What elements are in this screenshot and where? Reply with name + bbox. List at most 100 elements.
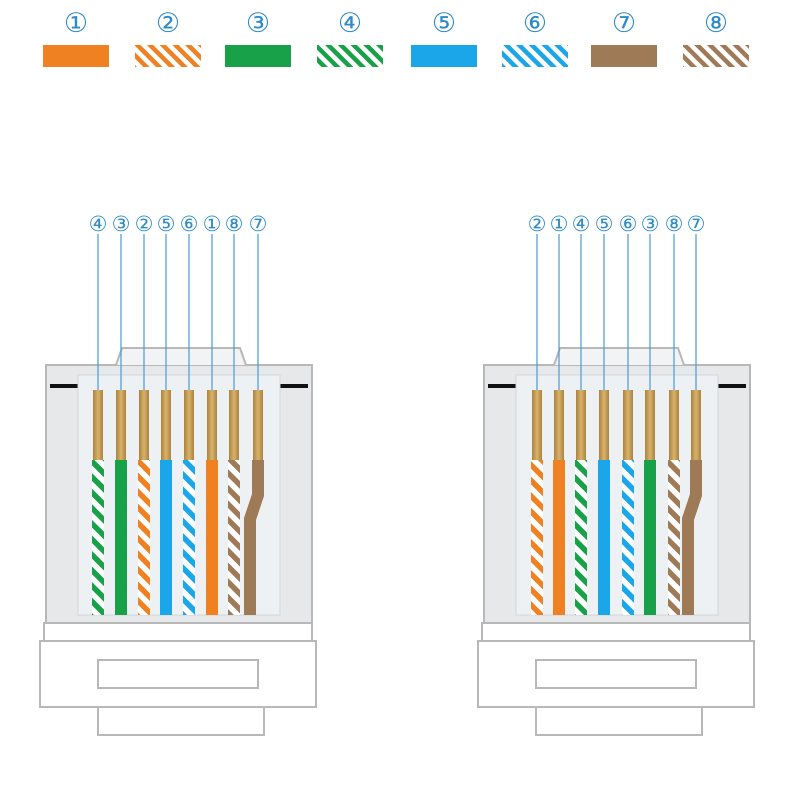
- wire-2: ②: [135, 212, 154, 615]
- gold-contact: [253, 390, 263, 460]
- legend-item: ⑥: [502, 8, 568, 67]
- pin-label: ⑤: [595, 212, 614, 236]
- wire-5: ⑤: [595, 212, 614, 615]
- pin-label: ①: [203, 212, 222, 236]
- connector-collar: [43, 622, 313, 642]
- gold-contact: [184, 390, 194, 460]
- wire-8: ⑧: [225, 212, 244, 615]
- pin-label: ④: [572, 212, 591, 236]
- wire-7: ⑦: [682, 212, 705, 615]
- contact-slot-left: [50, 384, 80, 388]
- gold-contact: [599, 390, 609, 460]
- wire-6: ⑥: [619, 212, 638, 615]
- pin-label: ④: [89, 212, 108, 236]
- legend-swatch: [43, 45, 109, 67]
- connector-top-ridge: [115, 347, 247, 366]
- wire-1: ①: [550, 212, 569, 615]
- legend-swatch: [411, 45, 477, 67]
- wire-insulation: [92, 460, 104, 615]
- legend-swatch-striped: [135, 45, 201, 67]
- gold-contact: [161, 390, 171, 460]
- legend-label: ⑤: [432, 8, 456, 39]
- pin-label: ⑦: [687, 212, 706, 236]
- connector-latch-tab: [97, 706, 265, 736]
- connector-latch-tab: [535, 706, 703, 736]
- wire-insulation: [228, 460, 240, 615]
- wire-insulation: [598, 460, 610, 615]
- wire-insulation: [183, 460, 195, 615]
- gold-contact: [669, 390, 679, 460]
- wire-7: ⑦: [244, 212, 267, 615]
- legend-item: ④: [317, 8, 383, 67]
- legend-item: ③: [225, 8, 291, 67]
- gold-contact: [576, 390, 586, 460]
- wire-insulation: [244, 460, 264, 615]
- pin-label: ⑧: [665, 212, 684, 236]
- gold-contact: [691, 390, 701, 460]
- pin-label: ②: [528, 212, 547, 236]
- legend-item: ⑧: [683, 8, 749, 67]
- connector-latch-window: [535, 659, 697, 689]
- wire-5: ⑤: [157, 212, 176, 615]
- legend-label: ④: [338, 8, 362, 39]
- wire-insulation: [682, 460, 702, 615]
- contact-slot-right: [278, 384, 308, 388]
- pin-label: ⑦: [249, 212, 268, 236]
- wire-3: ③: [112, 212, 130, 615]
- wire-8: ⑧: [665, 212, 684, 615]
- legend-item: ①: [43, 8, 109, 67]
- wire-1: ①: [203, 212, 222, 615]
- pin-label: ⑤: [157, 212, 176, 236]
- wire-insulation: [575, 460, 587, 615]
- wire-4: ④: [89, 212, 108, 615]
- legend-label: ⑧: [704, 8, 728, 39]
- color-legend: ① ② ③ ④ ⑤ ⑥ ⑦ ⑧: [43, 8, 749, 67]
- wire-insulation: [622, 460, 634, 615]
- legend-label: ①: [64, 8, 88, 39]
- wire-insulation: [138, 460, 150, 615]
- gold-contact: [229, 390, 239, 460]
- gold-contact: [207, 390, 217, 460]
- wire-2: ②: [528, 212, 547, 615]
- legend-item: ⑤: [411, 8, 477, 67]
- pin-label: ①: [550, 212, 569, 236]
- wire-6: ⑥: [180, 212, 199, 615]
- gold-contact: [139, 390, 149, 460]
- legend-swatch-striped: [683, 45, 749, 67]
- pin-label: ③: [641, 212, 660, 236]
- wire-insulation: [531, 460, 543, 615]
- legend-item: ⑦: [591, 8, 657, 67]
- legend-label: ⑦: [612, 8, 636, 39]
- legend-swatch: [591, 45, 657, 67]
- wire-insulation: [206, 460, 218, 615]
- connector-collar: [481, 622, 751, 642]
- pin-label: ⑥: [180, 212, 199, 236]
- contact-slot-left: [488, 384, 518, 388]
- legend-swatch-striped: [317, 45, 383, 67]
- legend-swatch: [225, 45, 291, 67]
- legend-item: ②: [135, 8, 201, 67]
- wire-insulation: [160, 460, 172, 615]
- gold-contact: [645, 390, 655, 460]
- gold-contact: [554, 390, 564, 460]
- wire-insulation: [668, 460, 680, 615]
- gold-contact: [116, 390, 126, 460]
- pin-label: ②: [135, 212, 154, 236]
- gold-contact: [532, 390, 542, 460]
- wire-insulation: [115, 460, 127, 615]
- wire-insulation: [644, 460, 656, 615]
- connector-top-ridge: [553, 347, 685, 366]
- legend-label: ⑥: [523, 8, 547, 39]
- pin-label: ⑧: [225, 212, 244, 236]
- gold-contact: [623, 390, 633, 460]
- wire-3: ③: [641, 212, 660, 615]
- connector-latch-window: [97, 659, 259, 689]
- gold-contact: [93, 390, 103, 460]
- pin-label: ⑥: [619, 212, 638, 236]
- legend-label: ②: [156, 8, 180, 39]
- wire-4: ④: [572, 212, 591, 615]
